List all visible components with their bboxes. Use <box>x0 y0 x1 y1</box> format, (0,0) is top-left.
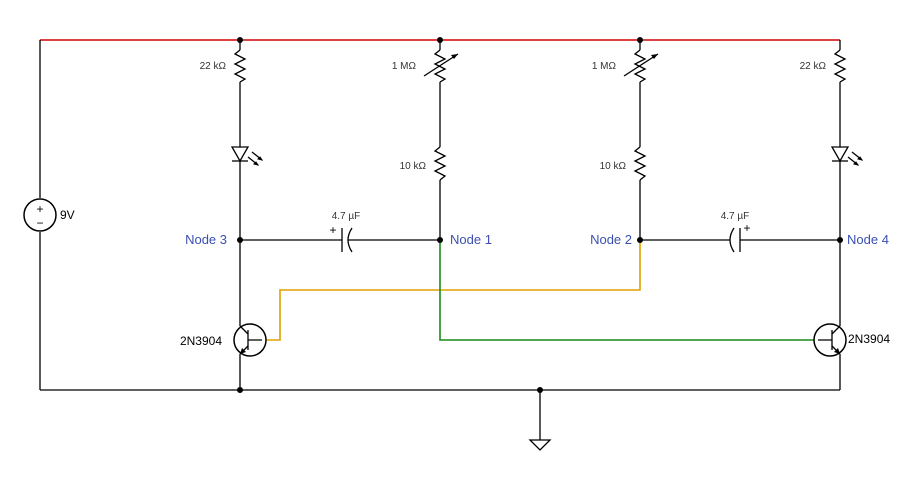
node1-label: Node 1 <box>450 232 492 247</box>
transistor-q2: 2N3904 <box>813 322 890 390</box>
cross-wire-node2-to-q1 <box>262 240 641 341</box>
junction <box>837 237 843 243</box>
led-icon <box>230 146 264 166</box>
ground-symbol <box>528 390 552 451</box>
r2-label: 10 kΩ <box>400 161 427 172</box>
junction <box>437 37 443 43</box>
junction <box>637 37 643 43</box>
resistor-icon <box>433 146 447 181</box>
r4-label: 22 kΩ <box>800 61 827 72</box>
r1-label: 22 kΩ <box>200 61 227 72</box>
column-node1: 1 MΩ 10 kΩ Node 1 <box>392 40 492 247</box>
junction <box>437 237 443 243</box>
junction <box>637 237 643 243</box>
c1-polarity: + <box>329 223 336 237</box>
rv2-label: 1 MΩ <box>592 61 617 72</box>
resistor-icon <box>633 146 647 181</box>
potentiometer-icon <box>633 49 647 83</box>
led-icon <box>830 146 864 166</box>
c2-polarity: + <box>743 221 750 235</box>
resistor-icon <box>233 49 247 83</box>
battery-icon <box>23 198 57 232</box>
battery-source: + − 9V <box>23 40 75 390</box>
column-node2: 1 MΩ 10 kΩ Node 2 <box>590 40 659 247</box>
capacitor-c1: + 4.7 µF <box>240 211 440 253</box>
node4-label: Node 4 <box>847 232 889 247</box>
capacitor-c2: + 4.7 µF <box>640 211 840 253</box>
q1-label: 2N3904 <box>180 334 222 348</box>
column-right-collector: 22 kΩ Node 4 <box>800 40 889 322</box>
cross-wire-node1-to-q2 <box>439 240 818 341</box>
battery-plus: + <box>36 202 43 216</box>
potentiometer-icon <box>433 49 447 83</box>
node2-label: Node 2 <box>590 232 632 247</box>
junction <box>537 387 543 393</box>
junction <box>237 37 243 43</box>
c1-label: 4.7 µF <box>332 211 361 222</box>
resistor-icon <box>833 49 847 83</box>
c2-label: 4.7 µF <box>721 211 750 222</box>
battery-minus: − <box>36 216 43 230</box>
ground-icon <box>528 439 552 451</box>
node3-label: Node 3 <box>185 232 227 247</box>
column-left-collector: 22 kΩ Node 3 <box>185 40 264 322</box>
battery-label: 9V <box>60 208 75 222</box>
transistor-q1: 2N3904 <box>180 322 267 390</box>
r3-label: 10 kΩ <box>600 161 627 172</box>
junction <box>237 387 243 393</box>
rv1-label: 1 MΩ <box>392 61 417 72</box>
q2-label: 2N3904 <box>848 332 890 346</box>
junction-dots <box>237 37 843 393</box>
junction <box>237 237 243 243</box>
